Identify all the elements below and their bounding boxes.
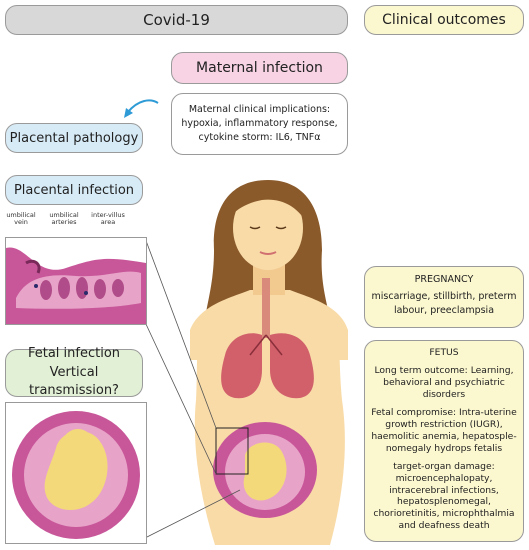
uterus-body <box>213 422 317 518</box>
placental-infection-box: Placental infection <box>5 175 143 205</box>
implication-line-3: cytokine storm: IL6, TNFα <box>198 131 321 143</box>
fetus-compromise: Fetal compromise: Intra-uterine growth r… <box>371 406 517 454</box>
fetal-infection-box: Fetal infection Vertical transmission? <box>5 346 143 398</box>
placenta-illustration <box>5 237 147 325</box>
inter-villus-label: inter-villus area <box>91 211 125 227</box>
implication-line-2: hypoxia, inflammatory response, <box>181 118 338 130</box>
pregnancy-text: miscarriage, stillbirth, preterm labour,… <box>371 291 517 316</box>
fetal-infection-line-2: Vertical transmission? <box>29 364 119 399</box>
placental-pathology-box: Placental pathology <box>5 123 143 153</box>
umbilical-arteries-label: umbilical arteries <box>49 211 79 227</box>
pregnancy-title: PREGNANCY <box>414 274 474 285</box>
fetus-box: FETUS Long term outcome: Learning, behav… <box>364 340 524 542</box>
fetal-infection-line-1: Fetal infection <box>27 345 121 361</box>
pregnancy-box: PREGNANCY miscarriage, stillbirth, prete… <box>364 266 524 328</box>
covid-header: Covid-19 <box>5 5 348 35</box>
maternal-infection-box: Maternal infection <box>171 52 348 84</box>
fetus-target: target-organ damage: microencephalopaty,… <box>373 460 515 532</box>
fetus-title: FETUS <box>429 347 459 358</box>
fetus-long-term: Long term outcome: Learning, behavioral … <box>374 364 514 400</box>
clinical-outcomes-header: Clinical outcomes <box>364 5 524 35</box>
umbilical-vein-label: umbilical vein <box>6 211 36 227</box>
lungs <box>221 278 314 399</box>
maternal-implications-box: Maternal clinical implications: hypoxia,… <box>171 93 348 155</box>
fetus-illustration <box>5 402 147 544</box>
implication-line-1: Maternal clinical implications: <box>188 104 331 116</box>
